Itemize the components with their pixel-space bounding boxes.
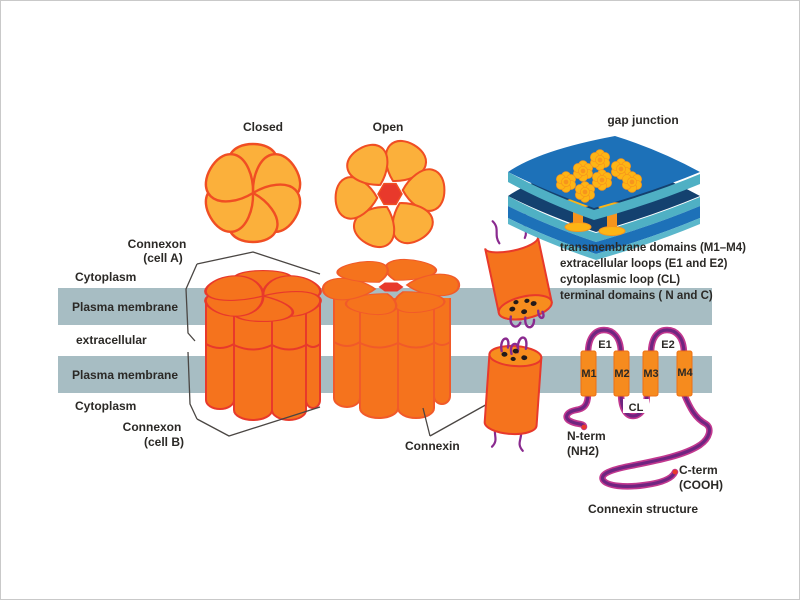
bundle2-top-flower [321, 254, 461, 320]
open-flower-pore [377, 182, 403, 206]
plasma-membrane-bottom-label: Plasma membrane [72, 368, 178, 382]
cylinder-strip [359, 298, 399, 419]
cytoplasm-bottom-label: Cytoplasm [75, 399, 136, 413]
cylinder-strip [271, 300, 307, 421]
cl-label: CL [629, 402, 644, 414]
legend-line-3: cytoplasmic loop (CL) [560, 274, 680, 286]
m2-label: M2 [614, 368, 629, 380]
legend-line-1: transmembrane domains (M1–M4) [560, 242, 746, 254]
m4-label: M4 [677, 367, 693, 379]
open-connexon-flower [334, 133, 446, 255]
connexon-b-label-line2: (cell B) [144, 435, 184, 449]
c-term-label: C-term [679, 463, 718, 477]
nh2-label: (NH2) [567, 444, 599, 458]
upper-face-dots [509, 298, 537, 315]
closed-label: Closed [243, 120, 283, 134]
bottom-plate-bottom-edge [508, 218, 700, 260]
extracellular-label: extracellular [76, 333, 147, 347]
n-term-tip [581, 424, 587, 430]
m3-label: M3 [643, 368, 658, 380]
bundle2-seam [333, 341, 451, 349]
m2-domain [613, 350, 630, 397]
channel-2-bottom-cap [598, 226, 626, 236]
cylinder-strip [305, 300, 321, 409]
connexin-pointer-left [422, 407, 431, 437]
channel-1-bottom-cap [564, 222, 592, 232]
cylinder-strip [233, 300, 273, 421]
gap-junction-label: gap junction [607, 113, 678, 127]
connexon-a-label-line2: (cell A) [143, 251, 183, 265]
m4-domain [676, 350, 693, 397]
connexin-structure-caption: Connexin structure [588, 502, 698, 516]
connexin-label: Connexin [405, 439, 460, 453]
n-term-label: N-term [567, 429, 606, 443]
connexon-pair-bundle-1 [194, 269, 332, 421]
connexon-brackets [185, 251, 508, 437]
bracket-cell-a-left [185, 263, 198, 342]
connexin-structure-diagram [563, 326, 713, 490]
plasma-membrane-top-label: Plasma membrane [72, 300, 178, 314]
legend-line-4: terminal domains ( N and C) [560, 290, 713, 302]
bracket-cell-b-left [187, 351, 198, 420]
connexon-a-label-line1: Connexon [128, 237, 187, 251]
bundle2-cylinders [333, 298, 451, 419]
connexon-b-label-line1: Connexon [123, 420, 182, 434]
bracket-cell-a-top [196, 251, 321, 275]
bundle1-cylinders [205, 300, 321, 421]
connexin-cylinder-lower [483, 336, 543, 452]
cylinder-strip [397, 298, 435, 419]
legend-line-2: extracellular loops (E1 and E2) [560, 258, 728, 270]
cylinder-strip [433, 298, 451, 405]
cl-label-backing [623, 399, 649, 413]
m1-label: M1 [581, 368, 596, 380]
open-label: Open [373, 120, 404, 134]
cooh-label: (COOH) [679, 478, 723, 492]
channel-2 [607, 206, 617, 232]
cytoplasm-top-label: Cytoplasm [75, 270, 136, 284]
top-plate-teal-edge [508, 172, 700, 220]
c-term-tip [672, 469, 678, 475]
lower-cylinder-body [483, 353, 543, 436]
open-pore [378, 282, 404, 292]
connexin-cylinder-upper [484, 212, 553, 329]
e1-label: E1 [598, 339, 611, 351]
m3-domain [642, 350, 659, 397]
connexon-pair-bundle-2 [321, 254, 461, 419]
bottom-plate-front [508, 206, 700, 254]
m1-domain [580, 350, 597, 397]
bundle1-seam [205, 343, 321, 351]
upper-extracellular-loops [509, 309, 545, 329]
lower-face-dots [501, 348, 528, 362]
gap-junction-illustration [508, 136, 700, 260]
cylinder-strip [333, 298, 361, 408]
bracket-cell-b-bottom [196, 406, 321, 437]
channel-1 [573, 202, 583, 228]
e2-label: E2 [661, 339, 674, 351]
